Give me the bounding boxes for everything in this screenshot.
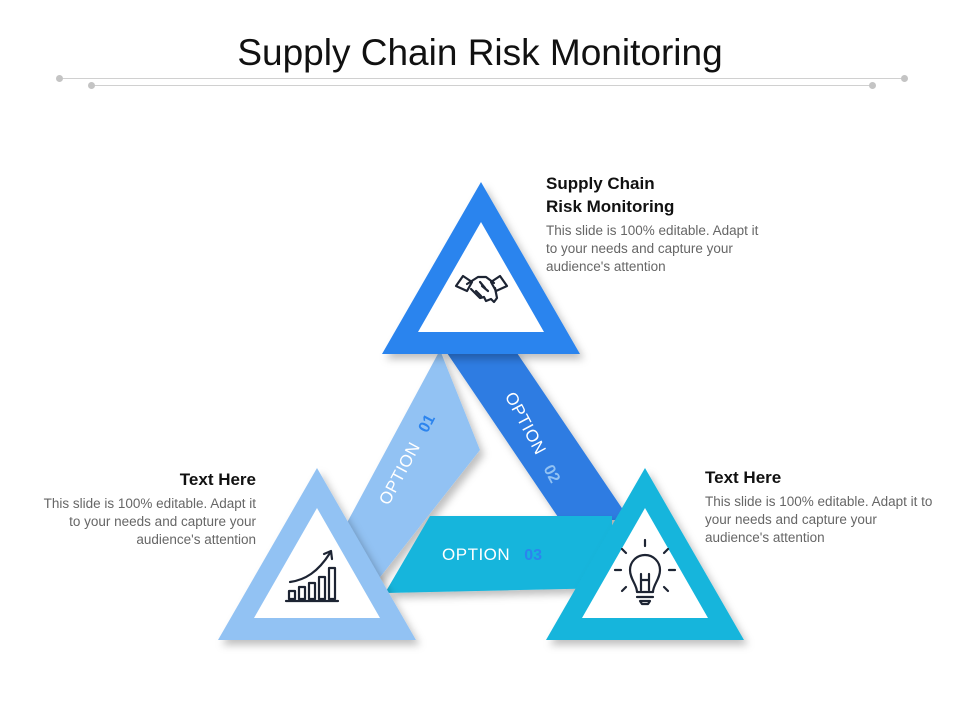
lightbulb-icon [613,538,677,606]
left-block-body: This slide is 100% editable. Adapt it to… [43,496,256,547]
option-01-band [335,350,480,590]
option-03-band [385,516,612,593]
handshake-icon [454,274,509,304]
right-block-title: Text Here [705,468,782,487]
option-01-number: 01 [416,412,439,436]
option-03-label: OPTION [442,545,510,564]
top-block-body: This slide is 100% editable. Adapt it to… [546,223,759,274]
top-text-block: Supply Chain Risk Monitoring This slide … [546,172,776,276]
left-text-block: Text Here This slide is 100% editable. A… [30,468,256,549]
right-triangle-inner [582,508,708,618]
option-02-number: 02 [540,462,563,486]
page-title: Supply Chain Risk Monitoring [237,32,723,73]
rule-dot [901,75,908,82]
option-03-label-group: OPTION 03 [442,545,542,564]
right-block-body: This slide is 100% editable. Adapt it to… [705,494,933,545]
growth-chart-icon [284,549,340,603]
title-underline-top [60,78,905,79]
left-block-title: Text Here [179,470,256,489]
option-03-number: 03 [524,547,542,564]
top-block-title-line2: Risk Monitoring [546,197,675,216]
top-block-title-line1: Supply Chain [546,174,655,193]
left-triangle-inner [254,508,380,618]
rule-dot [56,75,63,82]
option-02-band [445,350,630,520]
rule-dot [869,82,876,89]
title-underline-bottom [92,85,873,86]
rule-dot [88,82,95,89]
right-text-block: Text Here This slide is 100% editable. A… [705,466,933,547]
